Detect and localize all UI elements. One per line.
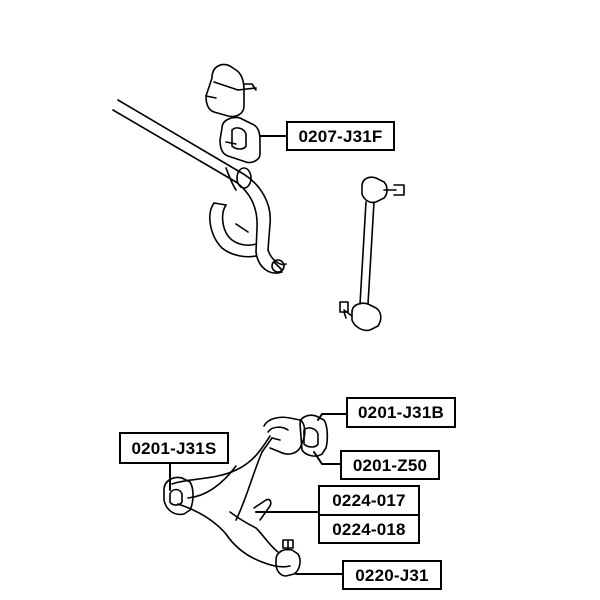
part-label-front-bushing[interactable]: 0201-J31B <box>346 397 456 428</box>
stabilizer-bushing-part <box>219 116 261 164</box>
part-label-arm-part-a[interactable]: 0224-017 <box>318 485 420 516</box>
stabilizer-end-bolt <box>271 259 285 273</box>
ball-joint-part <box>275 539 301 577</box>
stabilizer-link <box>339 176 405 332</box>
leader-line-rear-bushing <box>313 451 341 465</box>
part-label-stabilizer-bushing[interactable]: 0207-J31F <box>286 121 395 151</box>
part-label-ball-joint[interactable]: 0220-J31 <box>342 560 442 590</box>
stabilizer-bracket <box>209 202 257 258</box>
lower-arm-bushing <box>163 476 194 516</box>
stabilizer-bar <box>112 99 287 274</box>
leader-line-front-bushing <box>317 413 347 421</box>
part-label-rear-bushing[interactable]: 0201-Z50 <box>340 450 440 480</box>
stabilizer-clamp-upper <box>205 63 257 118</box>
front-bushing-housing <box>263 416 306 455</box>
lower-control-arm <box>171 435 291 568</box>
rear-bushing-part <box>299 414 329 457</box>
part-label-lower-arm[interactable]: 0201-J31S <box>119 432 229 464</box>
part-label-arm-part-b[interactable]: 0224-018 <box>318 514 420 544</box>
